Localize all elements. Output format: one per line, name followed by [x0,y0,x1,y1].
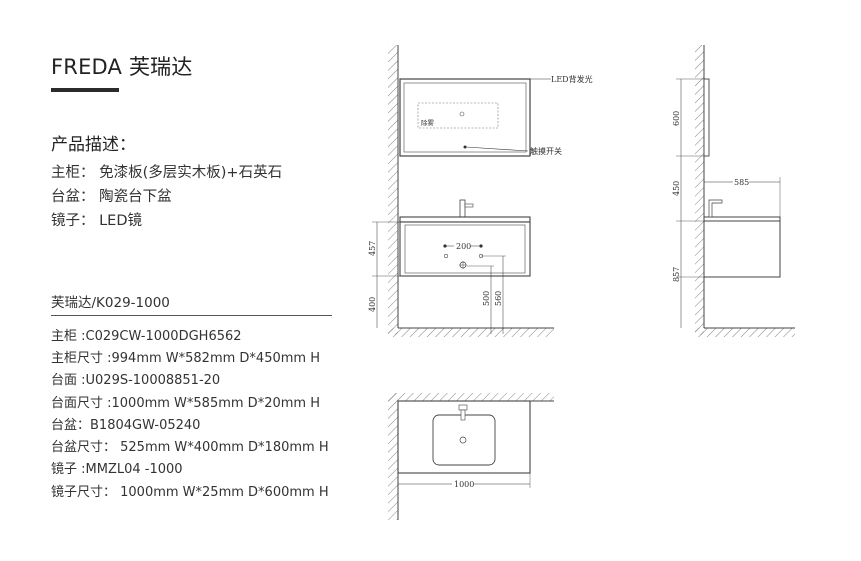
dim-500: 500 [482,291,491,306]
dim-585: 585 [734,178,749,187]
spec-cabinet-size: 主柜尺寸 :994mm W*582mm D*450mm H [51,351,320,366]
plan-drain-icon [459,436,467,444]
title-underline [51,88,119,92]
plan-view: 1000 [388,393,554,520]
faucet-icon [459,199,466,218]
dim-857: 857 [672,267,681,282]
countertop-outline [399,216,531,223]
plan-wall-left-hatch [388,393,398,520]
spec-cabinet-code: 主柜 :C029CW-1000DGH6562 [51,329,242,344]
dim-1000: 1000 [454,480,474,489]
plan-faucet-icon [458,404,468,411]
front-wall-hatch [388,45,398,335]
description-heading: 产品描述： [51,135,136,155]
mirror-sensor-icon [459,111,465,117]
description-basin: 台盆： 陶瓷台下盆 [51,189,172,205]
dim-560: 560 [494,291,503,306]
front-floor-hatch [388,328,554,337]
side-faucet-icon [708,199,723,218]
side-mirror-outline [703,78,710,157]
touch-switch-label: 触摸开关 [530,146,562,156]
dim-450: 450 [672,181,681,196]
divider [51,315,332,316]
description-cabinet: 主柜： 免漆板(多层实木板)+石英石 [51,165,283,181]
description-mirror: 镜子： LED镜 [51,213,143,229]
plan-wall-top-hatch [388,393,554,401]
mirror-defog-text: 除雾 [421,118,435,127]
spec-mirror-size: 镜子尺寸： 1000mm W*25mm D*600mm H [51,485,329,500]
touch-switch-icon [463,145,467,149]
spec-countertop-code: 台面 :U029S-10008851-20 [51,373,221,388]
model-number: 芙瑞达/K029-1000 [51,295,170,311]
led-backlight-label: LED背发光 [551,74,593,84]
mirror-defog-area [417,102,499,129]
mirror-outline [399,78,531,157]
product-title: FREDA 芙瑞达 [51,55,193,79]
dim-400: 400 [368,297,377,312]
dim-457: 457 [368,241,377,256]
spec-countertop-size: 台面尺寸 :1000mm W*585mm D*20mm H [51,396,320,411]
side-cabinet-outline [703,220,781,278]
spec-basin-size: 台盆尺寸： 525mm W*400mm D*180mm H [51,440,329,455]
dim-200: 200 [456,242,471,251]
side-floor-hatch [695,328,795,337]
side-wall-hatch [695,45,704,335]
spec-mirror-code: 镜子 :MMZL04 -1000 [51,462,183,477]
plan-basin-outline [432,414,496,466]
spec-basin-code: 台盆：B1804GW-05240 [51,418,201,433]
front-elevation: 除雾 LED背发光 触摸开关 200 457 400 [368,45,593,337]
side-elevation: 600 450 857 585 [672,45,795,337]
dim-600: 600 [672,111,681,126]
